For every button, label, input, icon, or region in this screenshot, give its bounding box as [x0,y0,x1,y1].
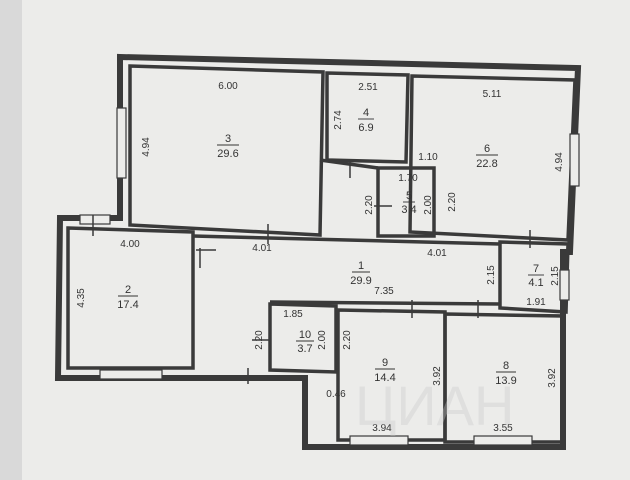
dim-room6-lower: 2.20 [447,192,458,212]
window [99,369,163,380]
room-6-area: 22.8 [476,158,497,170]
room-6-number: 6 [484,143,490,155]
dim-room8-width: 3.55 [493,423,513,434]
dim-room7-height: 2.15 [550,266,561,286]
room-2-area: 17.4 [117,299,138,311]
dim-room3-height: 4.94 [141,137,152,157]
room-1-number: 1 [358,260,364,272]
dim-room10-height: 2.00 [317,330,328,350]
room-5-number: 5 [406,190,412,202]
dim-room1-right: 4.01 [427,248,447,259]
window [79,214,111,225]
room-labels: 1 29.9 2 17.4 3 29.6 4 6.9 5 3.4 6 22.8 … [117,107,543,387]
dim-room4-width: 2.51 [358,82,378,93]
dim-corridor-height: 2.15 [486,265,497,285]
room-8-area: 13.9 [495,375,516,387]
dim-room2-width: 4.00 [120,239,140,250]
window [559,269,570,301]
dim-room5-width: 1.70 [398,173,418,184]
watermark: ЦИАН [355,374,514,437]
window [349,435,409,446]
dimension-labels: 6.00 4.94 2.51 2.74 5.11 1.10 4.94 1.70 … [76,81,565,434]
dim-room9-step: 0.46 [326,389,346,400]
inner-walls [66,64,577,444]
dim-room9-width: 3.94 [372,423,392,434]
dim-room10-left: 2.20 [254,330,265,350]
dim-room9-upper: 2.20 [342,330,353,350]
room-3-number: 3 [225,133,231,145]
windows [79,107,580,446]
room-5-area: 3.4 [401,204,416,216]
room-1-area: 29.9 [350,275,371,287]
dim-room10-width: 1.85 [283,309,303,320]
window [569,133,580,187]
door-marks [92,160,531,384]
dim-room8-height: 3.92 [547,368,558,388]
dim-room4-height: 2.74 [333,110,344,130]
dim-room6-height: 4.94 [554,152,565,172]
room-10-area: 3.7 [297,343,312,355]
room-8-number: 8 [503,360,509,372]
window [116,107,127,179]
dim-room7-width: 1.91 [526,297,546,308]
dim-room6-width: 5.11 [483,89,502,100]
room-7-area: 4.1 [528,277,543,289]
window [473,435,533,446]
dim-room1-length: 7.35 [374,286,394,297]
dim-room3-width: 6.00 [218,81,238,92]
room-fraction-lines [118,118,544,373]
dim-room9-height: 3.92 [432,366,443,386]
dim-room6-step: 1.10 [418,152,438,163]
room-4-number: 4 [363,107,369,119]
room-10-number: 10 [299,329,311,341]
room-7-number: 7 [533,263,539,275]
room-4-area: 6.9 [358,122,373,134]
dim-room5-left: 2.20 [364,195,375,215]
room-2-number: 2 [125,284,131,296]
dim-room1-left: 4.01 [252,243,272,254]
room-3-area: 29.6 [217,148,238,160]
dim-room5-height: 2.00 [423,195,434,215]
dim-room2-height: 4.35 [76,288,87,308]
room-9-number: 9 [382,357,388,369]
room-9-area: 14.4 [374,372,395,384]
